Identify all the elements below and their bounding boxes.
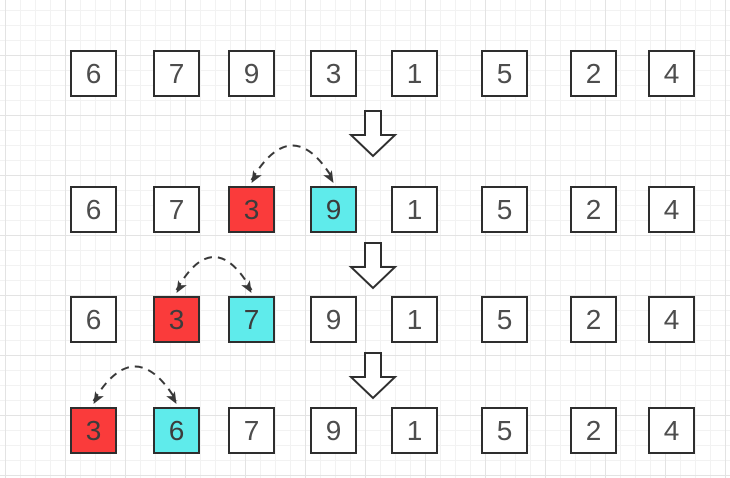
dashed-curved-double-arrow-icon [250, 144, 335, 183]
array-cell: 1 [391, 296, 438, 343]
down-block-arrow-icon [348, 110, 398, 158]
array-cell: 7 [228, 407, 275, 454]
array-cell: 6 [70, 296, 117, 343]
array-cell: 4 [648, 186, 695, 233]
array-cell: 5 [481, 186, 528, 233]
array-cell: 4 [648, 50, 695, 97]
down-block-arrow-icon [348, 242, 398, 290]
array-cell: 9 [310, 296, 357, 343]
dashed-curved-double-arrow-icon [92, 365, 178, 404]
array-cell: 7 [153, 50, 200, 97]
array-cell: 5 [481, 407, 528, 454]
array-cell: 6 [153, 407, 200, 454]
array-cell: 3 [70, 407, 117, 454]
array-cell: 7 [228, 296, 275, 343]
array-cell: 2 [570, 407, 617, 454]
array-cell: 3 [310, 50, 357, 97]
array-cell: 1 [391, 50, 438, 97]
array-cell: 3 [228, 186, 275, 233]
array-cell: 4 [648, 407, 695, 454]
array-cell: 5 [481, 296, 528, 343]
array-cell: 4 [648, 296, 695, 343]
array-cell: 9 [310, 186, 357, 233]
array-cell: 6 [70, 186, 117, 233]
array-cell: 7 [153, 186, 200, 233]
array-cell: 2 [570, 186, 617, 233]
array-cell: 2 [570, 296, 617, 343]
array-cell: 2 [570, 50, 617, 97]
array-cell: 6 [70, 50, 117, 97]
array-cell: 1 [391, 186, 438, 233]
down-block-arrow-icon [348, 352, 398, 400]
array-cell: 3 [153, 296, 200, 343]
array-cell: 5 [481, 50, 528, 97]
array-cell: 9 [228, 50, 275, 97]
array-cell: 1 [391, 407, 438, 454]
array-cell: 9 [310, 407, 357, 454]
dashed-curved-double-arrow-icon [175, 256, 253, 293]
